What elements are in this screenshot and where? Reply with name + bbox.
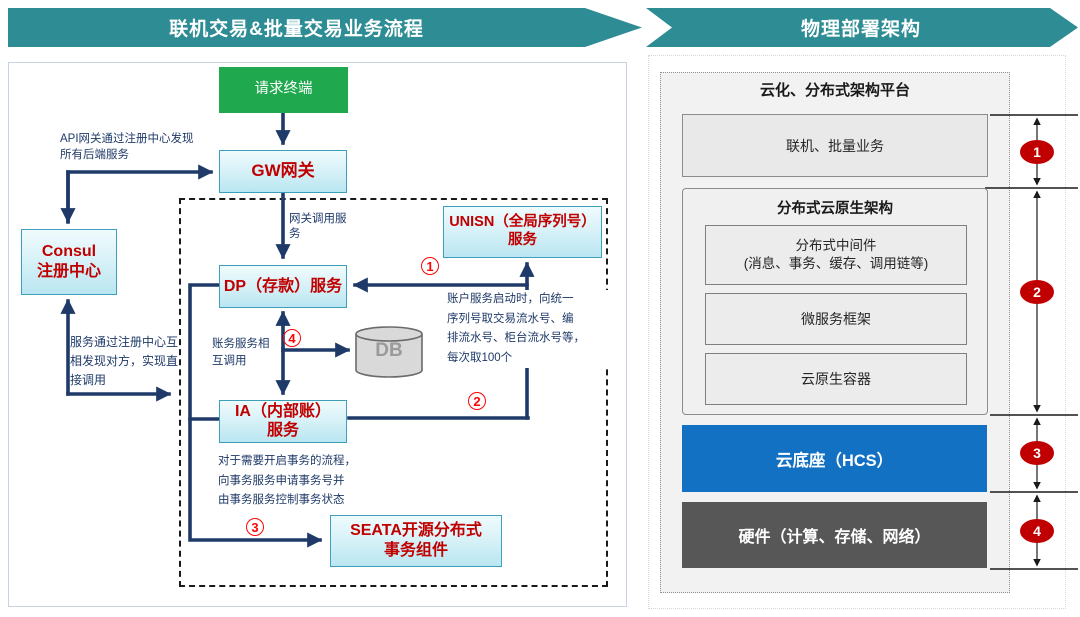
node-request-terminal: 请求终端: [219, 67, 348, 113]
layer-hardware: 硬件（计算、存储、网络）: [682, 502, 987, 568]
badge-3: 3: [1020, 441, 1054, 465]
deploy-platform-title: 云化、分布式架构平台: [759, 82, 910, 99]
db-text: DB: [375, 340, 403, 361]
gw-gateway-label: GW网关: [251, 161, 315, 181]
step-3-circle: 3: [246, 518, 264, 536]
step-1-label: 1: [426, 258, 434, 274]
node-gw-gateway: GW网关: [219, 150, 347, 193]
badge-4-label: 4: [1033, 523, 1041, 539]
badge-3-label: 3: [1033, 445, 1041, 461]
badge-2-label: 2: [1033, 284, 1041, 300]
middleware-label: 分布式中间件 (消息、事务、缓存、调用链等): [743, 237, 929, 271]
note-transaction: 对于需要开启事务的流程， 向事务服务申请事务号并 由事务服务控制事务状态: [218, 455, 356, 506]
business-label: 联机、批量业务: [786, 137, 884, 154]
step-4-label: 4: [288, 330, 296, 346]
microservices-label: 微服务框架: [801, 311, 871, 327]
seata-label: SEATA开源分布式 事务组件: [350, 522, 482, 559]
cloud-native-title: 分布式云原生架构: [777, 201, 893, 217]
layer-hcs-cloud-base: 云底座（HCS）: [682, 425, 987, 492]
note-service-discovery: 服务通过注册中心互 相发现对方，实现直 接调用: [70, 335, 179, 387]
layer-microservices: 微服务框架: [705, 293, 967, 345]
ia-service-label: IA（内部账） 服务: [234, 403, 331, 439]
step-2-circle: 2: [468, 392, 486, 410]
node-consul-registry: Consul 注册中心: [21, 229, 117, 295]
note-api-gateway-discovery: API网关通过注册中心发现 所有后端服务: [60, 133, 194, 161]
consul-label: Consul 注册中心: [36, 243, 101, 280]
dp-service-label: DP（存款）服务: [223, 277, 343, 295]
badge-4: 4: [1020, 519, 1054, 543]
layer-middleware: 分布式中间件 (消息、事务、缓存、调用链等): [705, 225, 967, 285]
container-label: 云原生容器: [801, 371, 871, 387]
layer-cloud-native-container: 云原生容器: [705, 353, 967, 405]
step-4-circle: 4: [283, 329, 301, 347]
node-ia-service: IA（内部账） 服务: [219, 400, 347, 443]
banner-left-label: 联机交易&批量交易业务流程: [169, 19, 424, 40]
badge-1-label: 1: [1033, 144, 1041, 160]
request-terminal-label: 请求终端: [254, 81, 313, 98]
note-mutual-call: 账务服务相 互调用: [212, 338, 270, 367]
node-seata-component: SEATA开源分布式 事务组件: [330, 515, 502, 567]
service-group-dashed-box: [179, 198, 608, 587]
db-label: DB: [356, 340, 422, 362]
note-unisn-sequence: 账户服务启动时，向统一 序列号取交易流水号、编 排流水号、柜台流水号等， 每次取…: [447, 290, 609, 368]
note-gateway-call: 网关调用服 务: [289, 213, 347, 240]
deploy-placeholder-border: [648, 55, 1066, 609]
step-2-label: 2: [473, 393, 481, 409]
node-unisn-service: UNISN（全局序列号） 服务: [443, 206, 602, 258]
badge-1: 1: [1020, 140, 1054, 164]
layer-online-batch-business: 联机、批量业务: [682, 114, 988, 177]
step-3-label: 3: [251, 519, 259, 535]
hcs-label: 云底座（HCS）: [775, 451, 894, 470]
unisn-service-label: UNISN（全局序列号） 服务: [449, 214, 596, 248]
banner-right-label: 物理部署架构: [800, 19, 921, 40]
banner-left-title: 联机交易&批量交易业务流程: [8, 8, 642, 47]
banner-right-title: 物理部署架构: [646, 8, 1078, 47]
hardware-label: 硬件（计算、存储、网络）: [738, 529, 931, 546]
badge-2: 2: [1020, 280, 1054, 304]
node-dp-service: DP（存款）服务: [219, 265, 347, 308]
step-1-circle: 1: [421, 257, 439, 275]
